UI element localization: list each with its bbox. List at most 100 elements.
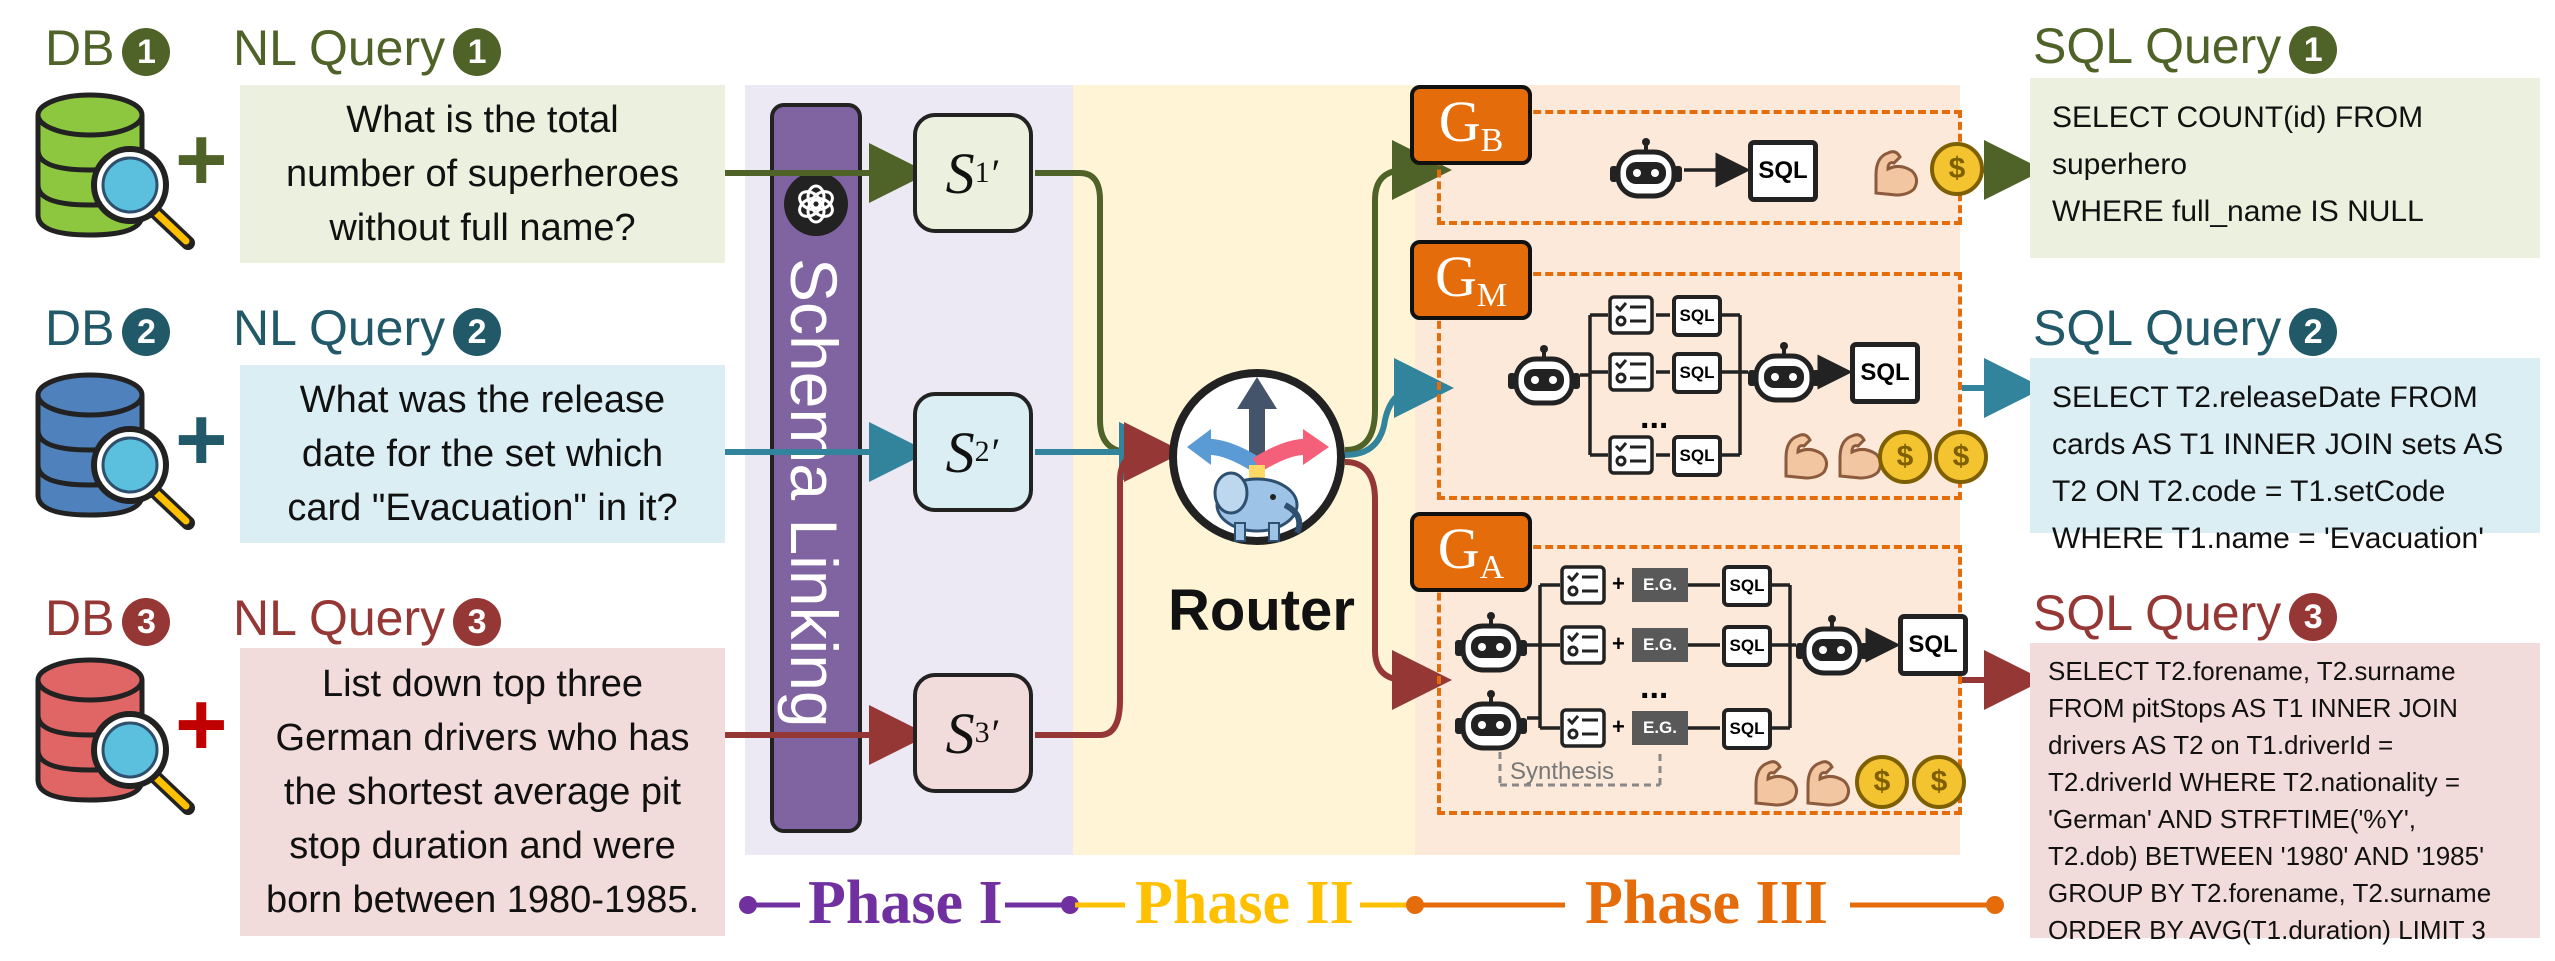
generator-advanced-panel — [1437, 545, 1962, 815]
plus-sign-icon: + — [1612, 571, 1625, 596]
robot-icon — [1748, 342, 1820, 408]
nl-query-number-badge: 1 — [453, 27, 502, 76]
generator-basic-label: GB — [1410, 85, 1532, 165]
robot-icon — [1455, 612, 1527, 678]
muscle-arm-icon — [1802, 755, 1854, 809]
muscle-arm-icon — [1870, 145, 1922, 199]
database-icon — [30, 85, 200, 250]
generator-advanced-label: GA — [1410, 512, 1532, 592]
sql-output-icon: SQL — [1672, 435, 1722, 477]
sql-output-icon: SQL — [1672, 295, 1722, 337]
nl-query-number-badge: 2 — [453, 307, 502, 356]
checklist-icon — [1560, 708, 1606, 748]
example-generation-badge: E.G. — [1632, 568, 1688, 602]
sql-output-icon: SQL — [1898, 614, 1968, 676]
muscle-arm-icon — [1780, 428, 1832, 482]
sql-query-line: SELECT COUNT(id) FROM — [2052, 101, 2424, 134]
sql-query-line: WHERE T1.name = 'Evacuation' — [2052, 522, 2484, 555]
coin-icon: $ — [1934, 430, 1988, 484]
plus-icon: + — [175, 390, 228, 490]
nl-query-line: German drivers who has — [275, 717, 690, 759]
checklist-icon — [1608, 295, 1654, 335]
sql-query-line: T2.dob) BETWEEN '1980' AND '1985' — [2048, 841, 2485, 871]
checklist-icon — [1608, 352, 1654, 392]
sql-output-icon: SQL — [1748, 140, 1818, 202]
sql-output-icon: SQL — [1672, 352, 1722, 394]
generator-medium-panel — [1437, 272, 1962, 500]
nl-query-number-badge: 3 — [453, 597, 502, 646]
nl-query-line: number of superheroes — [286, 153, 679, 195]
generator-medium-label: GM — [1410, 240, 1532, 320]
nl-query-title-text: NL Query — [233, 590, 446, 646]
plus-sign-icon: + — [1612, 714, 1625, 739]
synthesis-label: Synthesis — [1510, 758, 1615, 785]
checklist-icon — [1560, 565, 1606, 605]
sql-query-number-badge: 1 — [2289, 25, 2338, 74]
router-label: Router — [1168, 578, 1355, 643]
db-title-text: DB — [45, 590, 115, 646]
router-icon — [1165, 365, 1350, 550]
robot-icon — [1455, 690, 1527, 756]
sql-query-number-badge: 3 — [2289, 592, 2338, 641]
robot-icon — [1610, 138, 1682, 204]
sql-output-icon: SQL — [1722, 708, 1772, 750]
ellipsis-text: ... — [1640, 398, 1669, 436]
db-number-badge: 3 — [122, 597, 171, 646]
nl-query-line: card "Evacuation" in it? — [287, 487, 678, 529]
nl-query-line: What was the release — [299, 379, 666, 421]
database-icon — [30, 365, 200, 530]
db-title-text: DB — [45, 300, 115, 356]
database-icon — [30, 650, 200, 815]
example-generation-badge: E.G. — [1632, 711, 1688, 745]
nl-query-line: the shortest average pit — [283, 771, 682, 813]
checklist-icon — [1560, 625, 1606, 665]
nl-query-line: What is the total — [346, 99, 619, 141]
phase-1-label: Phase I — [808, 869, 1003, 937]
db-title-text: DB — [45, 20, 115, 76]
sql-query-line: WHERE full_name IS NULL — [2052, 195, 2424, 228]
sql-output-icon: SQL — [1722, 625, 1772, 667]
sql-query-title-text: SQL Query — [2033, 18, 2282, 74]
sql-query-line: cards AS T1 INNER JOIN sets AS — [2052, 428, 2504, 461]
sql-query-title-text: SQL Query — [2033, 585, 2282, 641]
robot-icon — [1508, 345, 1580, 411]
muscle-arm-icon — [1750, 755, 1802, 809]
robot-icon — [1796, 615, 1868, 681]
nl-query-line: stop duration and were — [289, 825, 676, 867]
sql-query-line: SELECT T2.forename, T2.surname — [2048, 656, 2456, 686]
plus-icon: + — [175, 675, 228, 775]
coin-icon: $ — [1930, 142, 1984, 196]
checklist-icon — [1608, 435, 1654, 475]
sql-query-line: GROUP BY T2.forename, T2.surname — [2048, 878, 2492, 908]
nl-query-line: born between 1980-1985. — [265, 879, 700, 921]
nl-query-box-1: What is the total number of superheroes wi… — [240, 85, 725, 263]
nl-query-line: date for the set which — [301, 433, 664, 475]
sql-query-line: T2 ON T2.code = T1.setCode — [2052, 475, 2446, 508]
example-generation-badge: E.G. — [1632, 628, 1688, 662]
nl-query-title-text: NL Query — [233, 20, 446, 76]
muscle-arm-icon — [1834, 428, 1886, 482]
sql-output-icon: SQL — [1722, 565, 1772, 607]
nl-query-line: without full name? — [329, 207, 636, 249]
plus-sign-icon: + — [1612, 631, 1625, 656]
coin-icon: $ — [1878, 430, 1932, 484]
coin-icon: $ — [1855, 755, 1909, 809]
nl-query-line: List down top three — [321, 663, 644, 705]
sql-query-line: drivers AS T2 on T1.driverId = — [2048, 730, 2394, 760]
sql-query-line: 'German' AND STRFTIME('%Y', — [2048, 804, 2417, 834]
phase-2-label: Phase II — [1135, 869, 1354, 937]
sql-query-line: ORDER BY AVG(T1.duration) LIMIT 3 — [2048, 915, 2486, 945]
phase-3-label: Phase III — [1585, 869, 1828, 937]
